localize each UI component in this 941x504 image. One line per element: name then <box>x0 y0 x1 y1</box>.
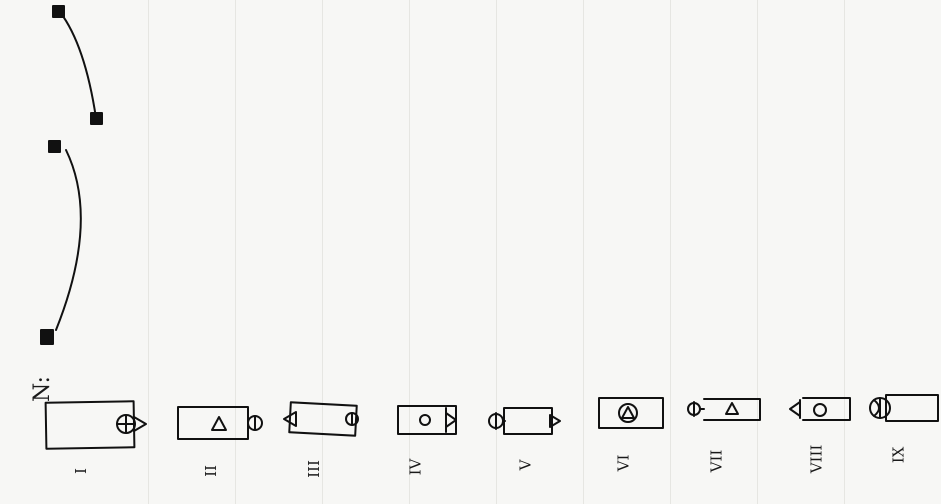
figure-IX <box>870 395 938 421</box>
figure-VIII <box>790 398 850 420</box>
figure-IV <box>398 406 456 434</box>
figure-VII <box>688 399 760 420</box>
endpoint-square <box>91 113 102 124</box>
figure-I <box>46 401 146 449</box>
figure-VI <box>599 398 663 428</box>
roman-label-6: VI <box>614 455 632 472</box>
endpoint-square <box>49 141 60 152</box>
roman-label-9: IX <box>889 447 907 464</box>
endpoint-square <box>41 330 53 344</box>
roman-label-8: VIII <box>807 445 825 474</box>
figure-II <box>178 407 262 439</box>
n-label: N: <box>30 376 55 402</box>
roman-label-4: IV <box>406 459 424 476</box>
figure-V <box>489 408 560 434</box>
endpoint-square <box>53 6 64 17</box>
arc-lower <box>56 150 81 330</box>
figure-III <box>284 402 358 435</box>
roman-label-7: VII <box>707 450 725 473</box>
roman-label-2: II <box>202 465 220 477</box>
roman-label-3: III <box>305 460 323 478</box>
arc-upper <box>60 12 96 118</box>
roman-label-5: V <box>516 460 534 471</box>
roman-label-1: I <box>72 468 90 474</box>
